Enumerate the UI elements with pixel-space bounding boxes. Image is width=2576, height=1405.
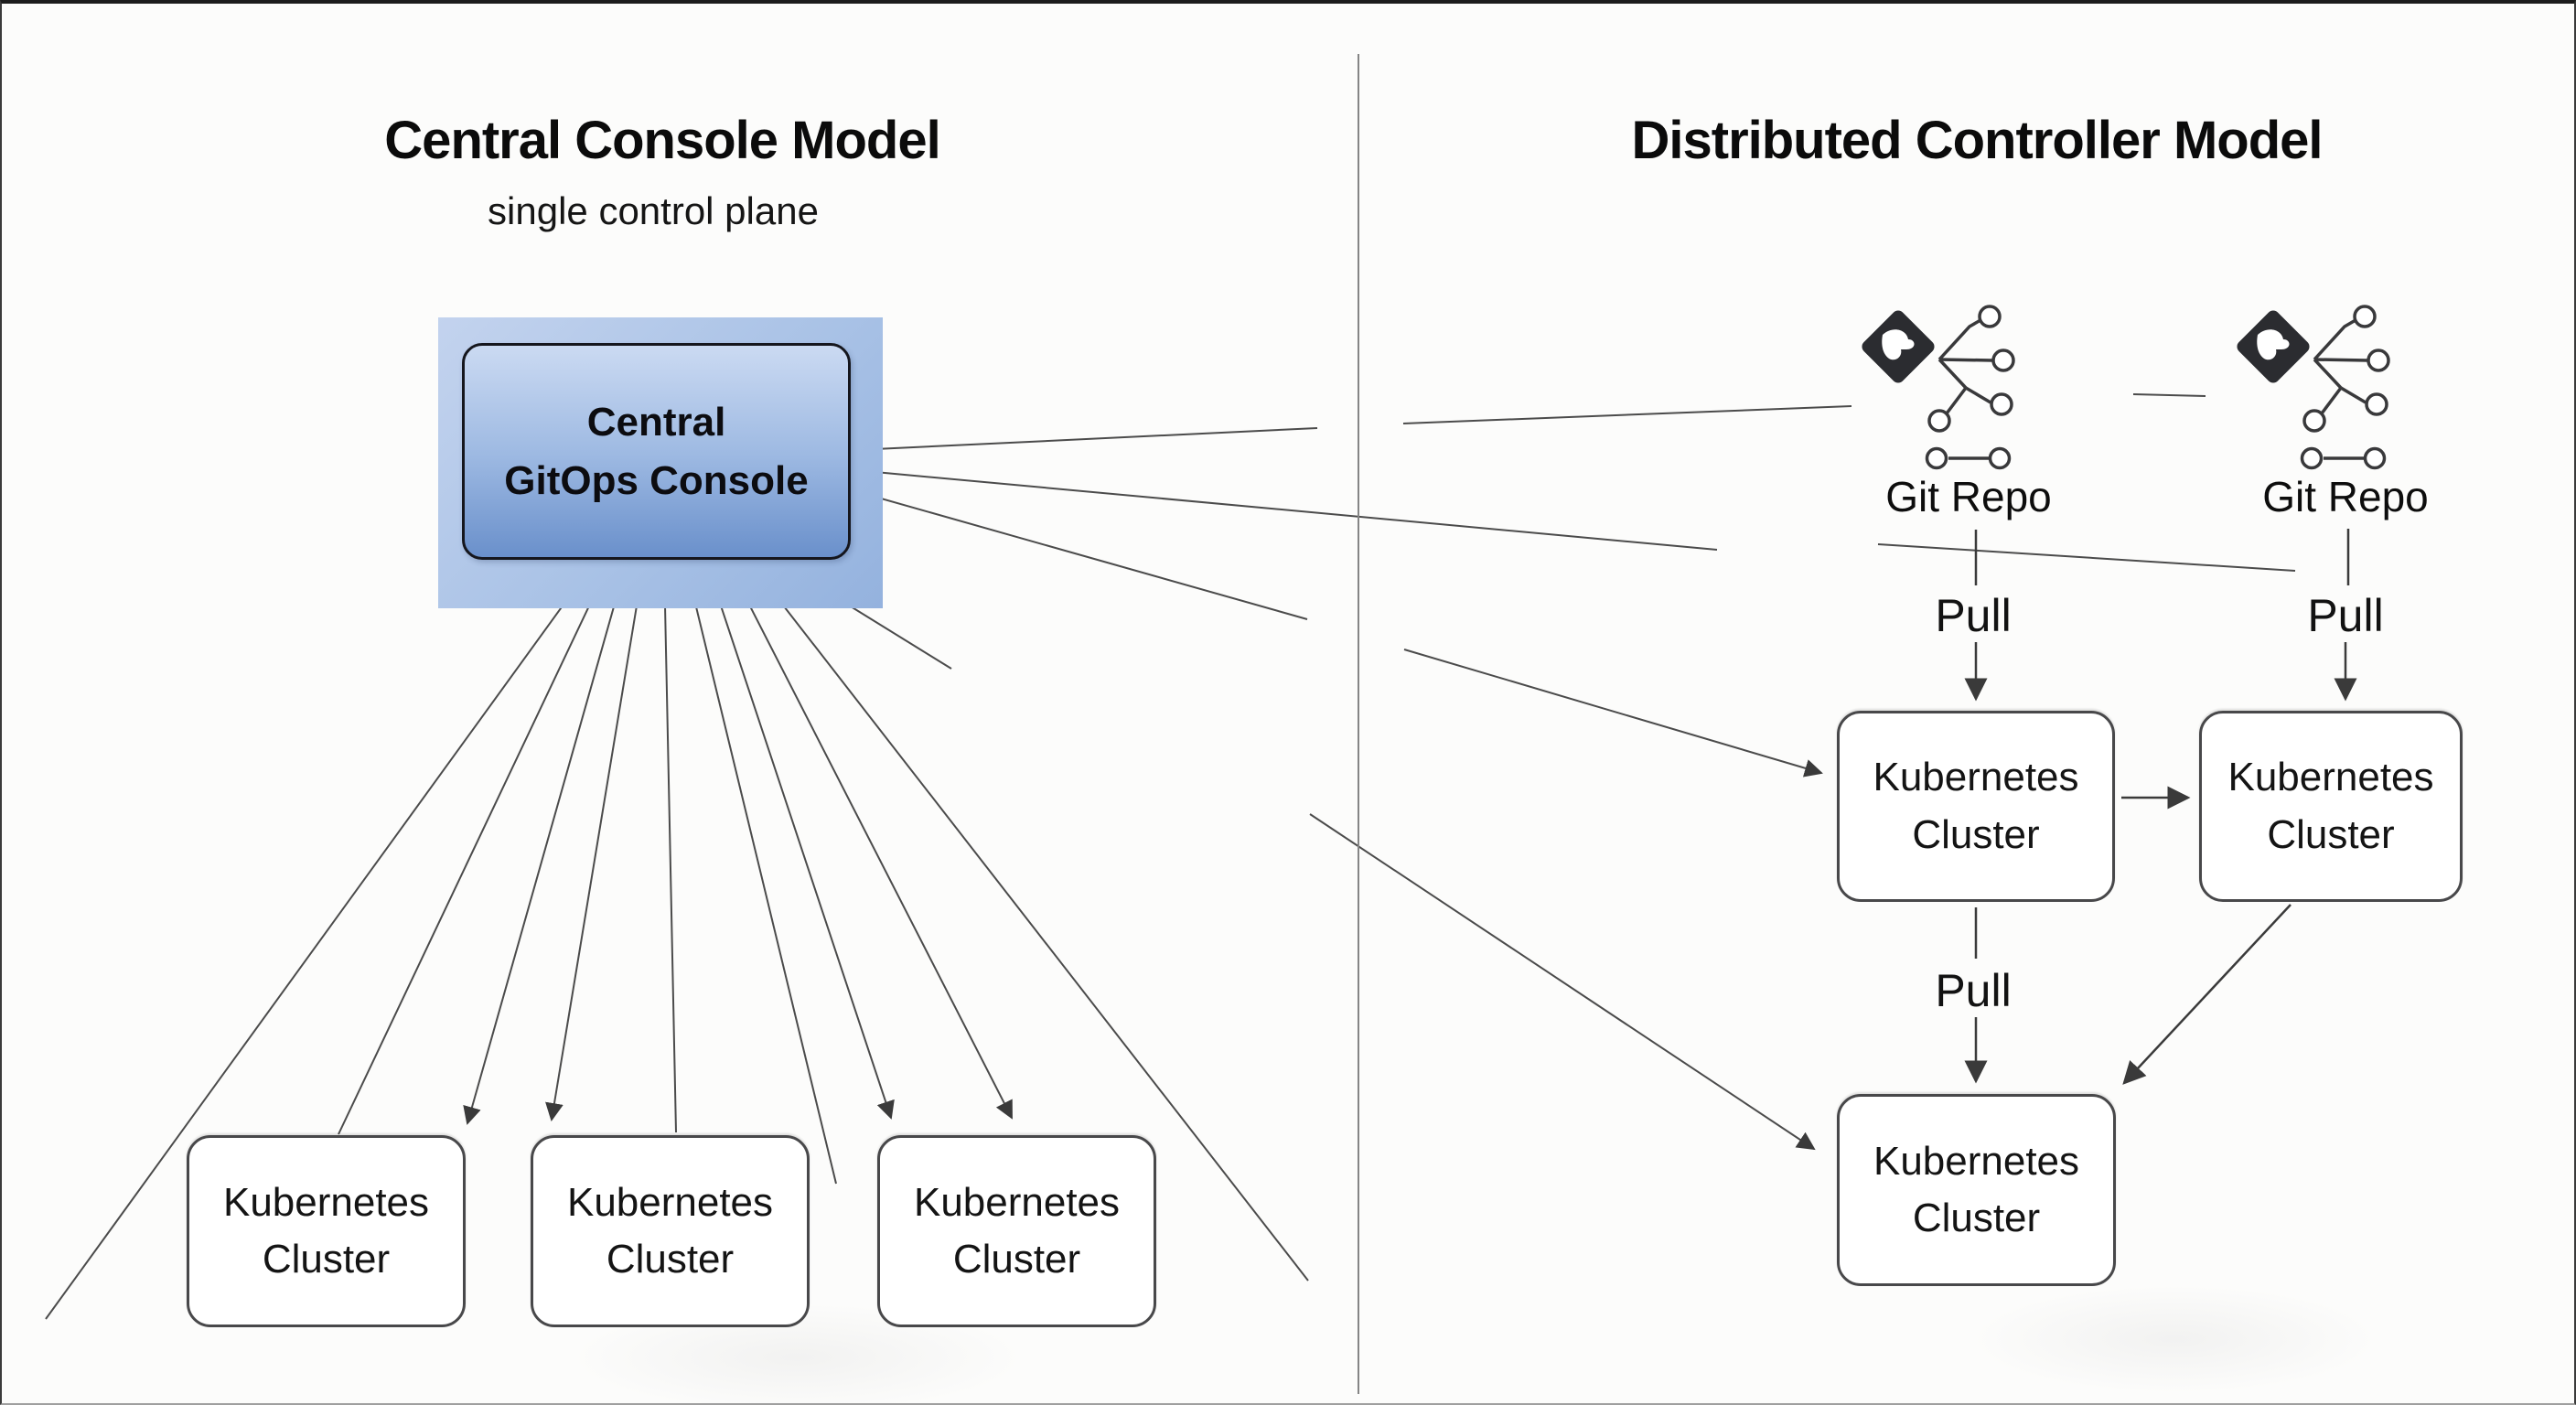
connector-layer [45, 305, 2390, 1320]
left-panel-subtitle: single control plane [488, 189, 819, 232]
console-label-line1: Central [586, 399, 726, 445]
cluster-label-line2: Cluster [952, 1237, 1081, 1282]
kubernetes-cluster-node: Kubernetes Cluster [531, 1135, 810, 1327]
cluster-label-line2: Cluster [1912, 811, 2040, 857]
cluster-label-line1: Kubernetes [913, 1179, 1121, 1225]
cluster-label-line1: Kubernetes [566, 1179, 774, 1225]
console-fanout-lines [45, 561, 1816, 1320]
cluster-label-line2: Cluster [2267, 811, 2395, 857]
cluster-label-line2: Cluster [262, 1237, 391, 1282]
git-repo-icon [1862, 305, 2015, 470]
kubernetes-cluster-node: Kubernetes Cluster [187, 1135, 466, 1327]
background-smudge [1969, 1284, 2380, 1394]
gitops-flow-arrows [1964, 529, 2357, 1085]
kubernetes-cluster-node: Kubernetes Cluster [877, 1135, 1156, 1327]
pull-label: Pull [1935, 590, 2012, 641]
left-panel-title: Central Console Model [384, 111, 940, 170]
git-repo-label: Git Repo [1885, 473, 2052, 520]
cluster-label-line1: Kubernetes [1873, 1138, 2080, 1184]
cluster-label-line2: Cluster [606, 1237, 735, 1282]
kubernetes-cluster-node: Kubernetes Cluster [2199, 711, 2463, 902]
cluster-label-line1: Kubernetes [1873, 755, 2079, 800]
console-cross-lines [854, 393, 2296, 778]
kubernetes-cluster-node: Kubernetes Cluster [1837, 711, 2115, 902]
git-repo-icon [2237, 305, 2390, 470]
kubernetes-cluster-node: Kubernetes Cluster [1837, 1094, 2116, 1286]
right-panel-title: Distributed Controller Model [1631, 111, 2324, 170]
pull-label: Pull [1935, 965, 2012, 1016]
git-repo-label: Git Repo [2262, 473, 2429, 520]
central-gitops-console-node: Central GitOps Console [462, 343, 851, 560]
panel-divider [1358, 54, 1359, 1394]
cluster-label-line1: Kubernetes [2227, 755, 2434, 800]
cluster-label-line2: Cluster [1912, 1196, 2041, 1240]
cluster-label-line1: Kubernetes [222, 1179, 430, 1225]
pull-label: Pull [2307, 590, 2384, 641]
console-label-line2: GitOps Console [504, 457, 809, 503]
